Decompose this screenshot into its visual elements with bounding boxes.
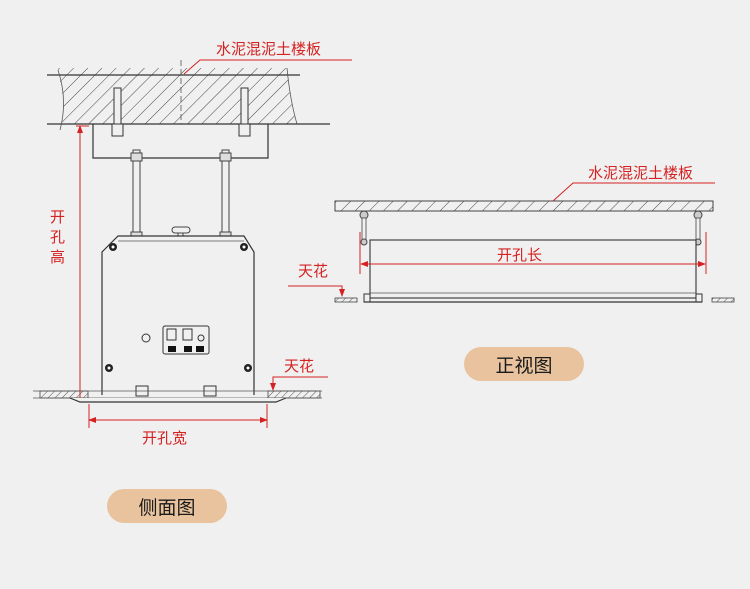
side-slab-label: 水泥混泥土楼板 <box>216 40 321 58</box>
front-slab-label: 水泥混泥土楼板 <box>588 164 693 182</box>
side-ceiling-label: 天花 <box>284 357 314 375</box>
front-annotations <box>288 182 715 297</box>
side-ceiling <box>33 390 322 403</box>
side-u-bracket <box>92 124 269 159</box>
side-height-label-2: 孔 <box>50 228 65 246</box>
front-length-label: 开孔长 <box>497 246 542 264</box>
side-view-badge: 侧面图 <box>107 489 227 523</box>
front-view: 水泥混泥土楼板 开孔长 天花 <box>288 164 735 303</box>
side-view: 水泥混泥土楼板 开 孔 高 开孔宽 天花 <box>33 40 352 447</box>
side-width-label: 开孔宽 <box>142 429 187 447</box>
front-device-body <box>363 239 703 303</box>
side-device-body <box>101 235 255 397</box>
side-height-label-3: 高 <box>50 248 65 266</box>
front-view-badge: 正视图 <box>464 347 584 381</box>
front-hangers <box>359 210 703 246</box>
side-anchor-bolts <box>111 87 251 137</box>
front-ceiling <box>334 297 735 303</box>
front-concrete-slab <box>334 200 714 212</box>
side-annotations <box>76 59 352 428</box>
side-height-label-1: 开 <box>50 208 65 226</box>
front-ceiling-label: 天花 <box>298 262 328 280</box>
